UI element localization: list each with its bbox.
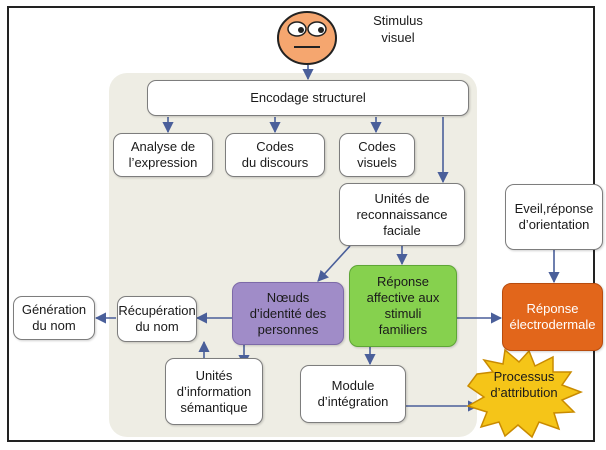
unites-reconnaissance-box: Unités de reconnaissance faciale bbox=[339, 183, 465, 246]
unites-semantique-box: Unités d’information sémantique bbox=[165, 358, 263, 425]
reponse-electrodermale-box: Réponse électrodermale bbox=[502, 283, 603, 351]
noeuds-identite-box: Nœuds d’identité des personnes bbox=[232, 282, 344, 345]
codes-visuels-box: Codes visuels bbox=[339, 133, 415, 177]
stimulus-label: Stimulus visuel bbox=[373, 13, 423, 45]
arrow-unites-noeuds bbox=[317, 245, 351, 282]
encodage-structurel-box: Encodage structurel bbox=[147, 80, 469, 116]
processus-attribution-label: Processus d’attribution bbox=[490, 369, 558, 400]
module-integration-box: Module d’intégration bbox=[300, 365, 406, 423]
codes-discours-box: Codes du discours bbox=[225, 133, 325, 177]
analyse-expression-box: Analyse de l’expression bbox=[113, 133, 213, 177]
processus-burst-shape bbox=[466, 348, 584, 439]
eveil-orientation-box: Eveil,réponse d’orientation bbox=[505, 184, 603, 250]
recuperation-nom-box: Récupération du nom bbox=[117, 296, 197, 342]
stimulus-face-icon bbox=[275, 9, 339, 67]
generation-nom-box: Génération du nom bbox=[13, 296, 95, 340]
reponse-affective-box: Réponse affective aux stimuli familiers bbox=[349, 265, 457, 347]
